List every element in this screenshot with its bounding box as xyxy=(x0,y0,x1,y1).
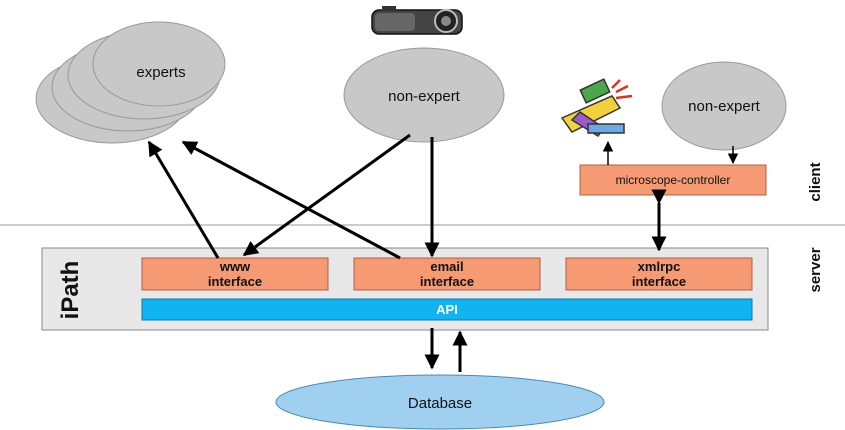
server-label: server xyxy=(807,247,824,292)
api-label: API xyxy=(436,302,458,317)
client-label: client xyxy=(807,162,824,201)
non-expert-left-node: non-expert xyxy=(343,47,505,143)
microscope-controller-label: microscope-controller xyxy=(616,173,731,187)
email-interface-line2: interface xyxy=(420,274,474,289)
xmlrpc-interface-line1: xmlrpc xyxy=(638,259,681,274)
xmlrpc-interface-box: xmlrpc interface xyxy=(565,257,753,291)
database-node: Database xyxy=(275,374,605,430)
ipath-label: iPath xyxy=(57,261,84,320)
microscope-controller-box: microscope-controller xyxy=(579,164,767,196)
www-interface-line2: interface xyxy=(208,274,262,289)
email-to-experts-arrow xyxy=(181,140,401,260)
api-bar: API xyxy=(141,298,753,321)
www-interface-box: www interface xyxy=(141,257,329,291)
non-expert-right-label: non-expert xyxy=(688,98,761,115)
experts-label: experts xyxy=(136,64,185,81)
www-to-experts-arrow xyxy=(147,140,220,259)
non-expert-right-node: non-expert xyxy=(661,61,787,151)
microscope-icon xyxy=(560,78,633,137)
email-interface-box: email interface xyxy=(353,257,541,291)
xmlrpc-interface-line2: interface xyxy=(632,274,686,289)
database-label: Database xyxy=(408,395,472,412)
email-interface-line1: email xyxy=(430,259,463,274)
camera-icon xyxy=(371,6,463,35)
experts-node xyxy=(35,21,226,144)
non-expert-to-www-arrow xyxy=(242,133,411,257)
www-interface-line1: www xyxy=(219,259,251,274)
non-expert-left-label: non-expert xyxy=(388,88,461,105)
